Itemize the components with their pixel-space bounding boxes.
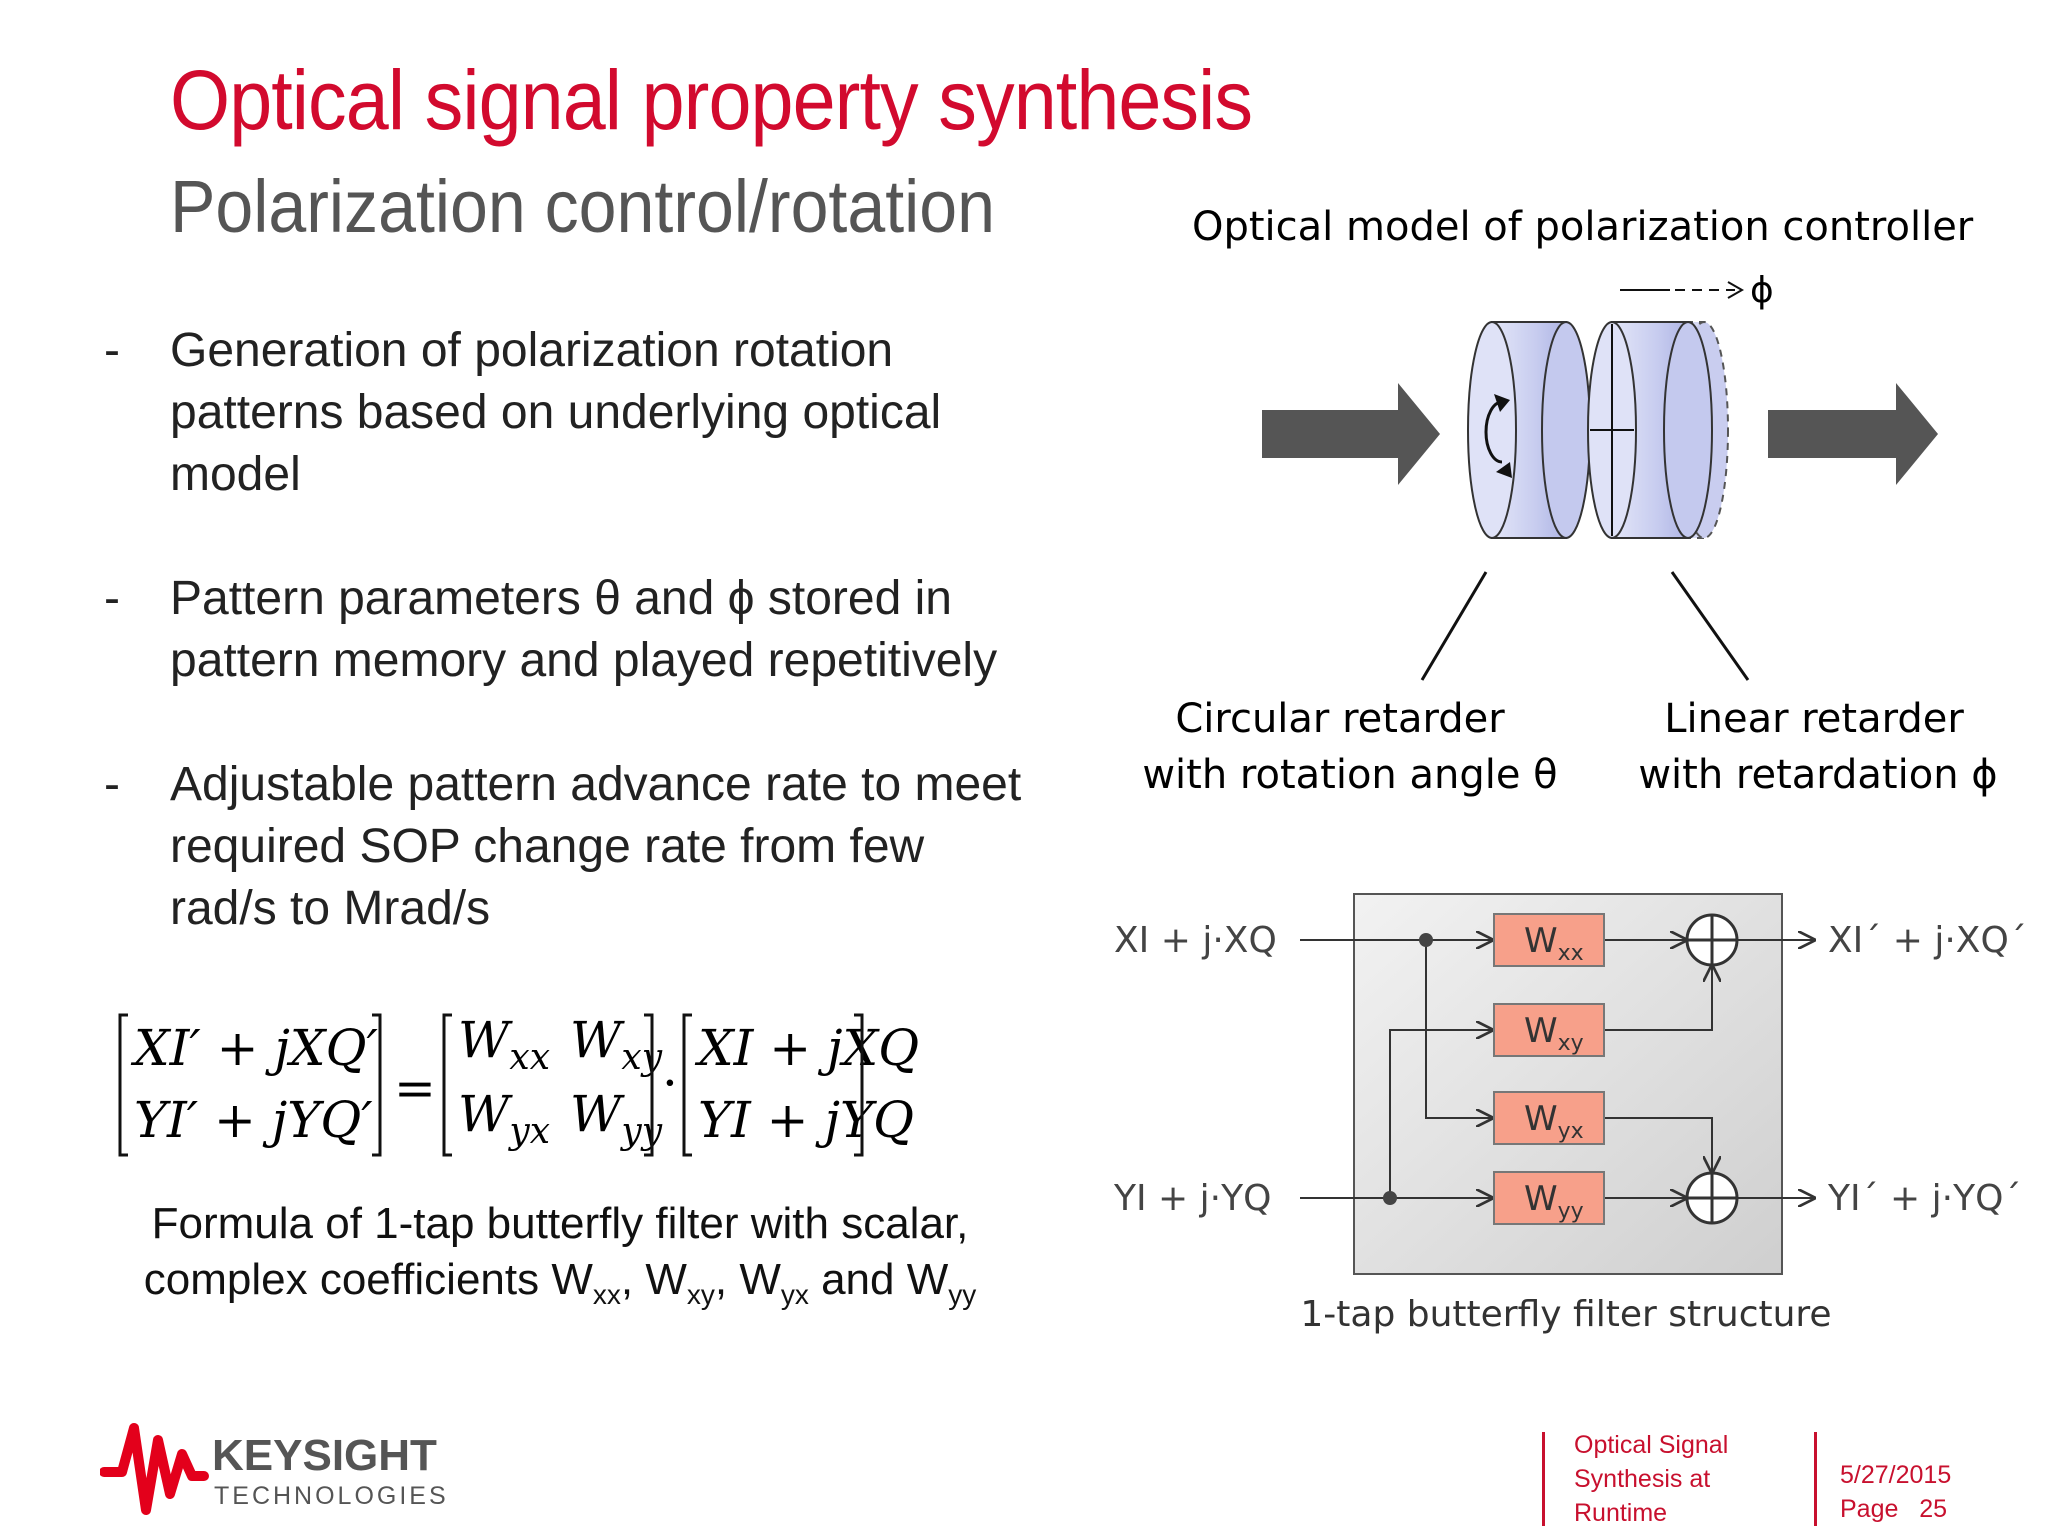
- bullet-line: Adjustable pattern advance rate to meet: [170, 758, 1022, 811]
- bracket-left: [118, 1013, 128, 1157]
- svg-text:Wxy: Wxy: [1524, 1011, 1584, 1056]
- bullet-2: - Pattern parameters θ and ϕ stored in p…: [104, 568, 1104, 698]
- bracket-right: [854, 1013, 864, 1157]
- adder-y: [1685, 1171, 1739, 1225]
- footer-divider: [1542, 1432, 1545, 1526]
- bullet-line: required SOP change rate from few: [170, 820, 925, 873]
- matrix-wyy: Wyy: [570, 1085, 663, 1152]
- svg-text:Wyx: Wyx: [1524, 1099, 1584, 1144]
- keysight-logo: KEYSIGHT TECHNOLOGIES: [100, 1423, 449, 1515]
- formula-lhs-1: XI′ + jXQ′: [130, 1019, 378, 1077]
- junction-dot: [1419, 933, 1433, 947]
- input-arrow-icon: [1262, 383, 1440, 485]
- formula-lhs-2: YI′ + jYQ′: [134, 1091, 373, 1149]
- matrix-wyx: Wyx: [458, 1085, 550, 1152]
- linear-retarder-disk: [1587, 321, 1729, 539]
- coeff-box-wxy: Wxy: [1493, 1003, 1605, 1057]
- brand-subname: TECHNOLOGIES: [214, 1482, 449, 1510]
- footer-meta: 5/27/2015 Page 25: [1840, 1458, 1951, 1526]
- rotation-icon: [1484, 400, 1503, 464]
- matrix-wxx: Wxx: [458, 1011, 550, 1078]
- butterfly-filter-diagram: XI + j·XQ YI + j·YQ XI´ + j·XQ´ YI´ + j·…: [1113, 893, 2027, 1335]
- circular-retarder-sublabel: with rotation angle θ: [1142, 752, 1557, 798]
- output-arrow-icon: [1768, 383, 1938, 485]
- formula-rhs-2: YI + jYQ: [698, 1091, 914, 1149]
- output-y-label: YI´ + j·YQ´: [1827, 1178, 2021, 1219]
- adder-x: [1685, 913, 1739, 967]
- bullet-line: Pattern parameters θ and ϕ stored in: [170, 572, 952, 625]
- bullet-dash: -: [104, 572, 120, 625]
- svg-text:Wyy: Wyy: [1524, 1179, 1584, 1224]
- bracket-left: [442, 1013, 452, 1157]
- bullet-1: - Generation of polarization rotation pa…: [104, 320, 1104, 510]
- circular-retarder-disk: [1467, 321, 1591, 539]
- svg-text:Wxx: Wxx: [1524, 921, 1584, 966]
- keysight-wave-icon: [100, 1423, 209, 1515]
- phi-arrow: ϕ: [1620, 270, 1774, 311]
- bracket-right: [644, 1013, 654, 1157]
- butterfly-formula: XI′ + jXQ′ YI′ + jYQ′ = Wxx Wxy Wyx Wyy …: [118, 1011, 919, 1157]
- footer-divider: [1814, 1432, 1817, 1526]
- output-x-label: XI´ + j·XQ´: [1828, 920, 2027, 961]
- optical-model-diagram: Optical model of polarization controller…: [1142, 204, 1997, 798]
- butterfly-caption: 1-tap butterfly filter structure: [1300, 1294, 1831, 1335]
- phi-symbol: ϕ: [1750, 270, 1774, 311]
- input-x-label: XI + j·XQ: [1114, 920, 1277, 961]
- bullet-dash: -: [104, 324, 120, 377]
- caption-line-1: Formula of 1-tap butterfly filter with s…: [151, 1199, 969, 1248]
- bracket-left: [682, 1013, 692, 1157]
- bullet-line: rad/s to Mrad/s: [170, 882, 491, 935]
- formula-equals: =: [394, 1059, 436, 1117]
- formula-dot: ·: [662, 1054, 678, 1112]
- footer-doc-title: Optical Signal Synthesis at Runtime: [1574, 1428, 1728, 1530]
- footer-date: 5/27/2015: [1840, 1461, 1952, 1489]
- matrix-wxy: Wxy: [570, 1011, 663, 1078]
- bullet-line: patterns based on underlying optical: [170, 386, 942, 439]
- footer-page: Page 25: [1840, 1495, 1948, 1523]
- input-y-label: YI + j·YQ: [1113, 1178, 1271, 1219]
- page-title: Optical signal property synthesis: [170, 53, 1253, 147]
- leader-line: [1670, 571, 1750, 681]
- footer-doc-title-line: Synthesis at: [1574, 1465, 1711, 1493]
- bullet-dash: -: [104, 758, 120, 811]
- linear-retarder-label: Linear retarder: [1664, 696, 1964, 742]
- formula-rhs-1: XI + jXQ: [694, 1019, 919, 1077]
- footer-doc-title-line: Runtime: [1574, 1499, 1668, 1527]
- linear-retarder-sublabel: with retardation ϕ: [1638, 752, 1997, 798]
- page-subtitle: Polarization control/rotation: [170, 165, 995, 248]
- optical-model-heading: Optical model of polarization controller: [1192, 204, 1974, 250]
- formula-caption: Formula of 1-tap butterfly filter with s…: [110, 1196, 1010, 1323]
- coeff-box-wxx: Wxx: [1493, 913, 1605, 967]
- coeff-box-wyx: Wyx: [1493, 1091, 1605, 1145]
- junction-dot: [1383, 1191, 1397, 1205]
- brand-name: KEYSIGHT: [212, 1431, 437, 1480]
- bullet-line: model: [170, 448, 301, 501]
- coeff-box-wyy: Wyy: [1493, 1171, 1605, 1225]
- bullet-line: pattern memory and played repetitively: [170, 634, 998, 687]
- circular-retarder-label: Circular retarder: [1175, 696, 1505, 742]
- bullet-line: Generation of polarization rotation: [170, 324, 894, 377]
- bracket-right: [372, 1013, 382, 1157]
- leader-line: [1420, 571, 1488, 681]
- bullet-3: - Adjustable pattern advance rate to mee…: [104, 754, 1104, 944]
- footer-doc-title-line: Optical Signal: [1574, 1431, 1729, 1459]
- caption-line-2: complex coefficients Wxx, Wxy, Wyx and W…: [143, 1255, 977, 1310]
